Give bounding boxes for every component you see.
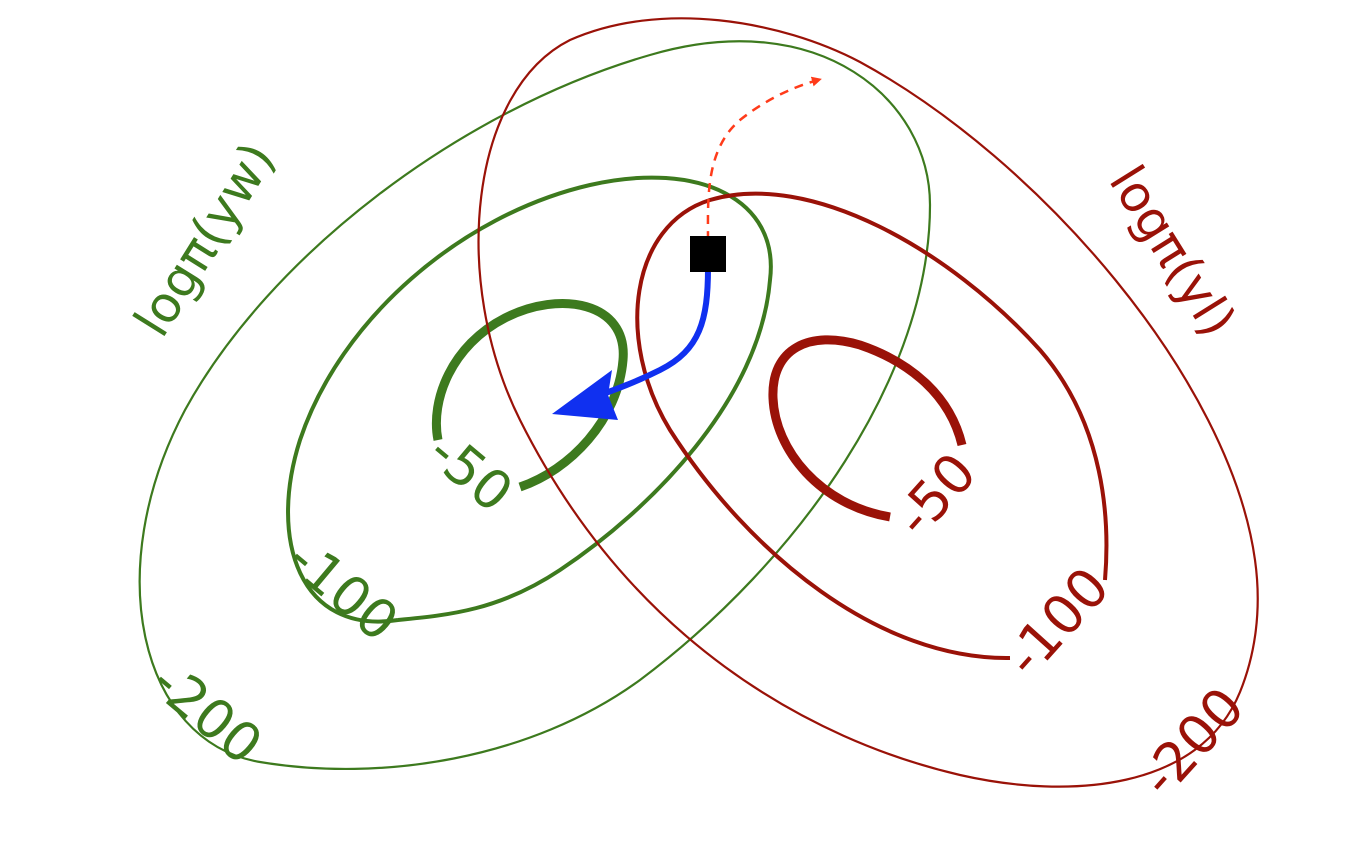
- green-contour-200: [138, 40, 932, 771]
- green-contour-50: [431, 299, 628, 492]
- red-contour-50: [768, 335, 967, 522]
- red-level-100: -100: [993, 555, 1122, 688]
- green-level-200: -200: [140, 650, 274, 777]
- dashed-arrow-icon: [706, 76, 822, 241]
- red-contours: [477, 17, 1259, 788]
- green-contours: [138, 40, 932, 771]
- red-contour-100: [635, 191, 1109, 661]
- square-marker-icon: [690, 236, 726, 272]
- green-title: logπ(yw): [123, 133, 287, 347]
- green-level-100: -100: [276, 527, 410, 654]
- red-level-50: -50: [883, 441, 989, 549]
- arrow-icon: [552, 265, 711, 420]
- green-contour-100: [286, 175, 773, 624]
- red-contour-200: [477, 17, 1259, 788]
- red-title: logπ(yl): [1098, 156, 1247, 347]
